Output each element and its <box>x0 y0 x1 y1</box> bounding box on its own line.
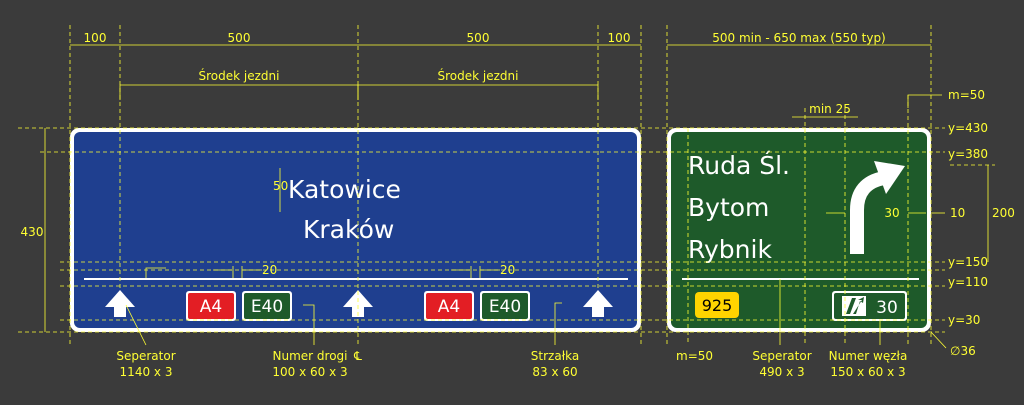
svg-text:1140 x 3: 1140 x 3 <box>120 365 173 379</box>
svg-text:A4: A4 <box>438 297 460 317</box>
svg-text:100: 100 <box>608 31 631 45</box>
svg-text:m=50: m=50 <box>676 349 713 363</box>
svg-text:y=150: y=150 <box>948 255 988 269</box>
label-srodek-jezdni: Środek jezdni <box>438 68 519 83</box>
svg-text:Seperator: Seperator <box>116 349 175 363</box>
svg-text:y=380: y=380 <box>948 147 988 161</box>
svg-text:100: 100 <box>84 31 107 45</box>
dimension-lines <box>18 25 995 349</box>
road-badge-e40: E40 <box>242 291 292 321</box>
road-badge-e40: E40 <box>480 291 530 321</box>
svg-text:100 x 60 x 3: 100 x 60 x 3 <box>272 365 347 379</box>
blue-direction-sign: Katowice Kraków A4 E40 A4 <box>70 128 641 332</box>
svg-text:500: 500 <box>467 31 490 45</box>
svg-text:20: 20 <box>262 263 277 277</box>
destination-rybnik: Rybnik <box>688 235 772 264</box>
road-badge-925: 925 <box>695 292 739 318</box>
svg-text:y=430: y=430 <box>948 121 988 135</box>
destination-krakow: Kraków <box>303 215 394 244</box>
svg-text:500 min - 650 max (550 typ): 500 min - 650 max (550 typ) <box>712 31 886 45</box>
green-direction-sign: Ruda Śl. Bytom Rybnik 925 30 <box>667 128 931 332</box>
up-arrow-icon <box>343 290 373 317</box>
svg-text:Seperator: Seperator <box>752 349 811 363</box>
svg-text:y=110: y=110 <box>948 275 988 289</box>
svg-text:A4: A4 <box>200 297 222 317</box>
dimension-labels: 100 500 500 100 500 min - 650 max (550 t… <box>21 31 1015 363</box>
svg-text:83 x 60: 83 x 60 <box>532 365 577 379</box>
svg-text:y=30: y=30 <box>948 313 980 327</box>
up-arrow-icon <box>105 290 135 317</box>
svg-text:Numer drogi: Numer drogi <box>273 349 348 363</box>
svg-text:20: 20 <box>500 263 515 277</box>
svg-text:E40: E40 <box>251 297 283 317</box>
svg-text:150 x 60 x 3: 150 x 60 x 3 <box>830 365 905 379</box>
destination-bytom: Bytom <box>688 193 769 222</box>
component-callouts: Seperator 1140 x 3 Numer drogi 100 x 60 … <box>116 349 907 379</box>
svg-text:430: 430 <box>21 225 44 239</box>
destination-ruda-sl: Ruda Śl. <box>688 150 790 180</box>
up-arrow-icon <box>583 290 613 317</box>
svg-text:min 25: min 25 <box>809 102 851 116</box>
svg-text:E40: E40 <box>489 297 521 317</box>
svg-text:30: 30 <box>884 206 899 220</box>
svg-text:∅36: ∅36 <box>950 344 976 358</box>
destination-katowice: Katowice <box>288 175 401 204</box>
junction-number-badge: 30 <box>832 291 907 321</box>
road-badge-a4: A4 <box>186 291 236 321</box>
svg-text:m=50: m=50 <box>948 88 985 102</box>
svg-text:Strzałka: Strzałka <box>531 349 579 363</box>
svg-text:Numer węzła: Numer węzła <box>829 349 908 363</box>
callout-arrow: Strzałka 83 x 60 <box>531 349 579 379</box>
callout-separator-green: Seperator 490 x 3 <box>752 349 811 379</box>
callout-junction-number: Numer węzła 150 x 60 x 3 <box>829 349 908 379</box>
svg-text:10: 10 <box>950 206 965 220</box>
svg-text:500: 500 <box>228 31 251 45</box>
label-srodek-jezdni: Środek jezdni <box>199 68 280 83</box>
turn-right-arrow-icon <box>850 161 905 254</box>
svg-text:30: 30 <box>876 298 898 318</box>
svg-text:200: 200 <box>992 206 1015 220</box>
svg-text:℄: ℄ <box>353 349 362 363</box>
exit-icon <box>842 296 866 316</box>
svg-text:490 x 3: 490 x 3 <box>759 365 804 379</box>
callout-separator-blue: Seperator 1140 x 3 <box>116 349 175 379</box>
svg-text:50: 50 <box>273 179 288 193</box>
svg-text:925: 925 <box>702 296 733 315</box>
callout-road-number: Numer drogi 100 x 60 x 3 <box>272 349 347 379</box>
road-badge-a4: A4 <box>424 291 474 321</box>
